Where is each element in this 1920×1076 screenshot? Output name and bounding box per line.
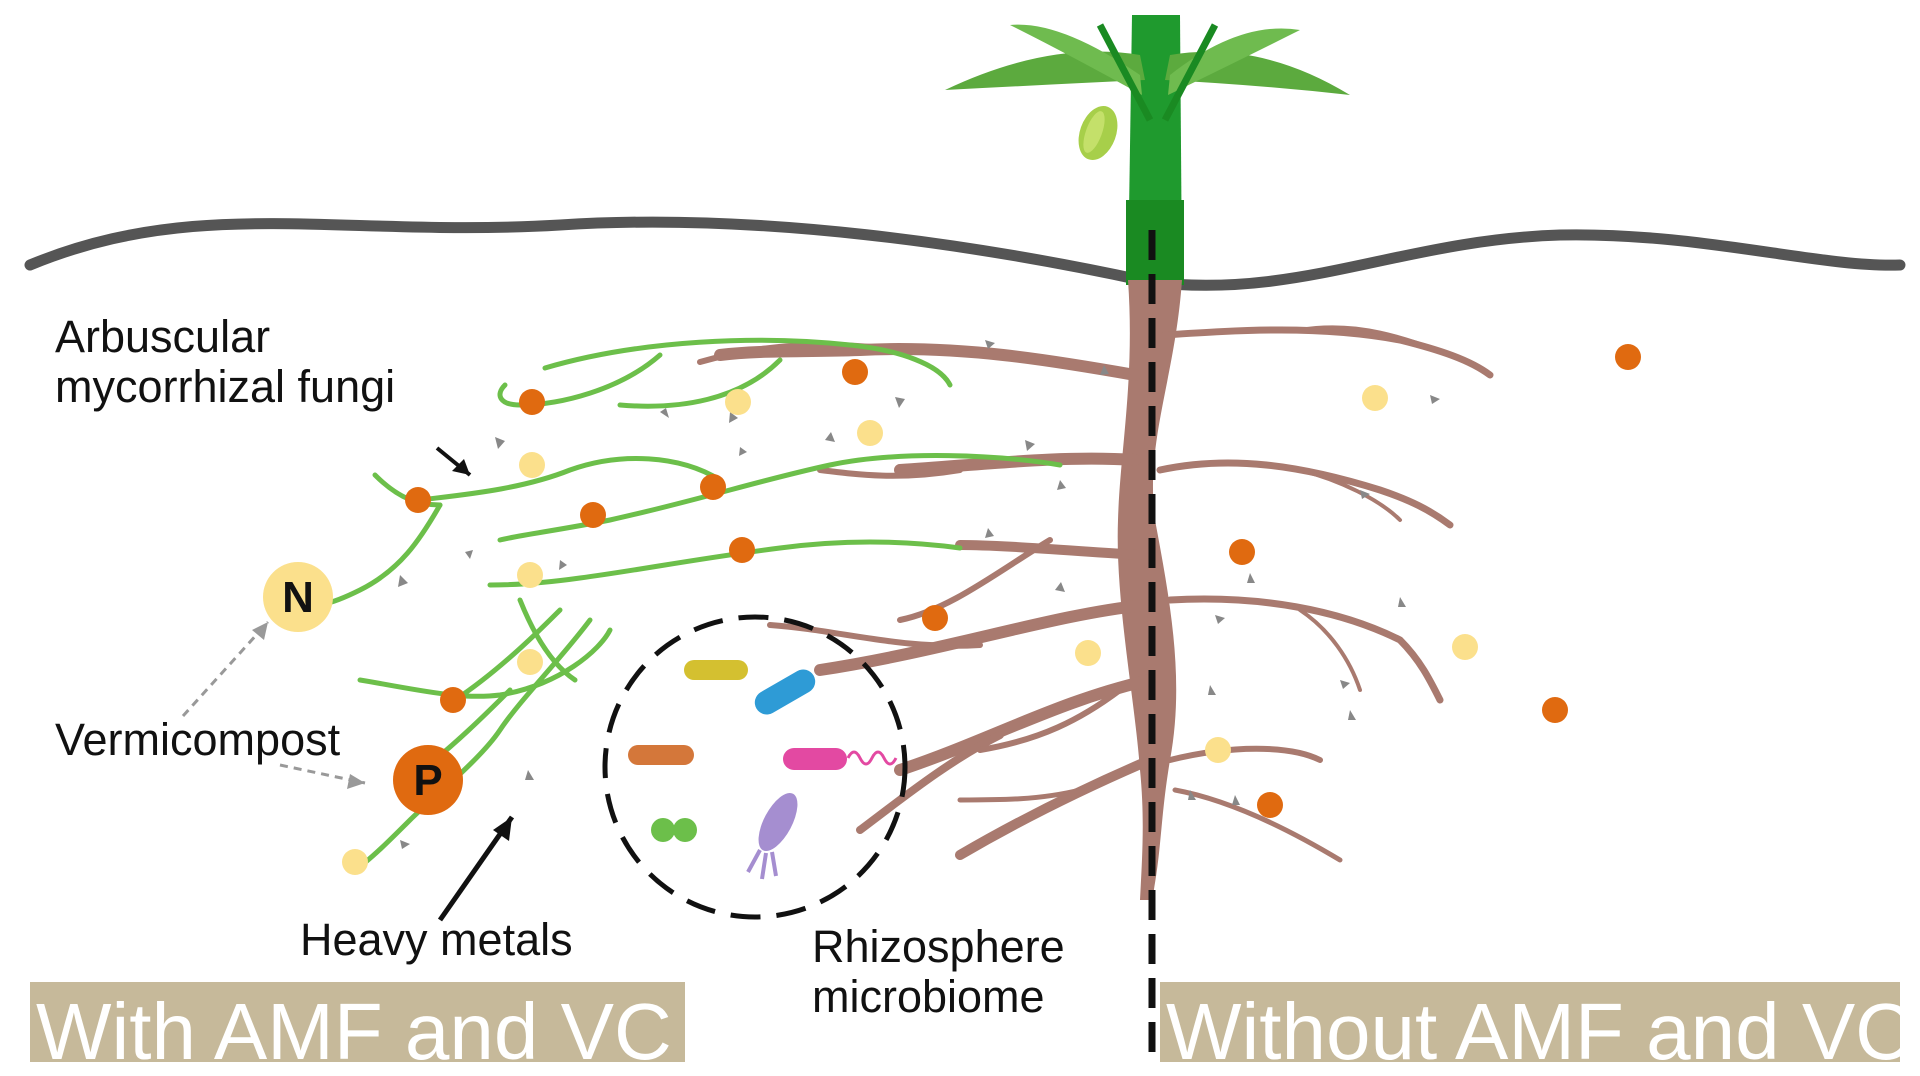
phosphorus-particles [405,344,1641,818]
microbiome-label-line2: microbiome [812,970,1045,1022]
soil-surface-line [24,216,1906,291]
amf-label-line2: mycorrhizal fungi [55,360,396,412]
plant-shoot [945,15,1350,285]
nitrogen-marker: N [263,562,333,632]
lateral-roots-left [697,341,1156,860]
lateral-roots-right [1156,325,1494,863]
nitrogen-particles [342,385,1478,875]
microbiome-label: Rhizosphere microbiome [812,922,1065,1021]
microbiome-label-line1: Rhizosphere [812,921,1065,972]
amf-label: Arbuscular mycorrhizal fungi [55,312,395,411]
phosphorus-marker: P [393,745,463,815]
amf-label-line1: Arbuscular [55,311,271,362]
arrows [181,446,515,922]
heavy-metal-particles [398,340,1440,849]
svg-text:N: N [282,573,314,622]
panel-with-amf-vc: With AMF and VC [30,982,685,1072]
vermicompost-label: Vermicompost [55,714,341,765]
heavy-metals-label: Heavy metals [300,914,573,965]
microbiome-circle [602,614,908,920]
panel-without-amf-vc: Without AMF and VC [1160,982,1913,1072]
svg-text:P: P [413,756,442,805]
